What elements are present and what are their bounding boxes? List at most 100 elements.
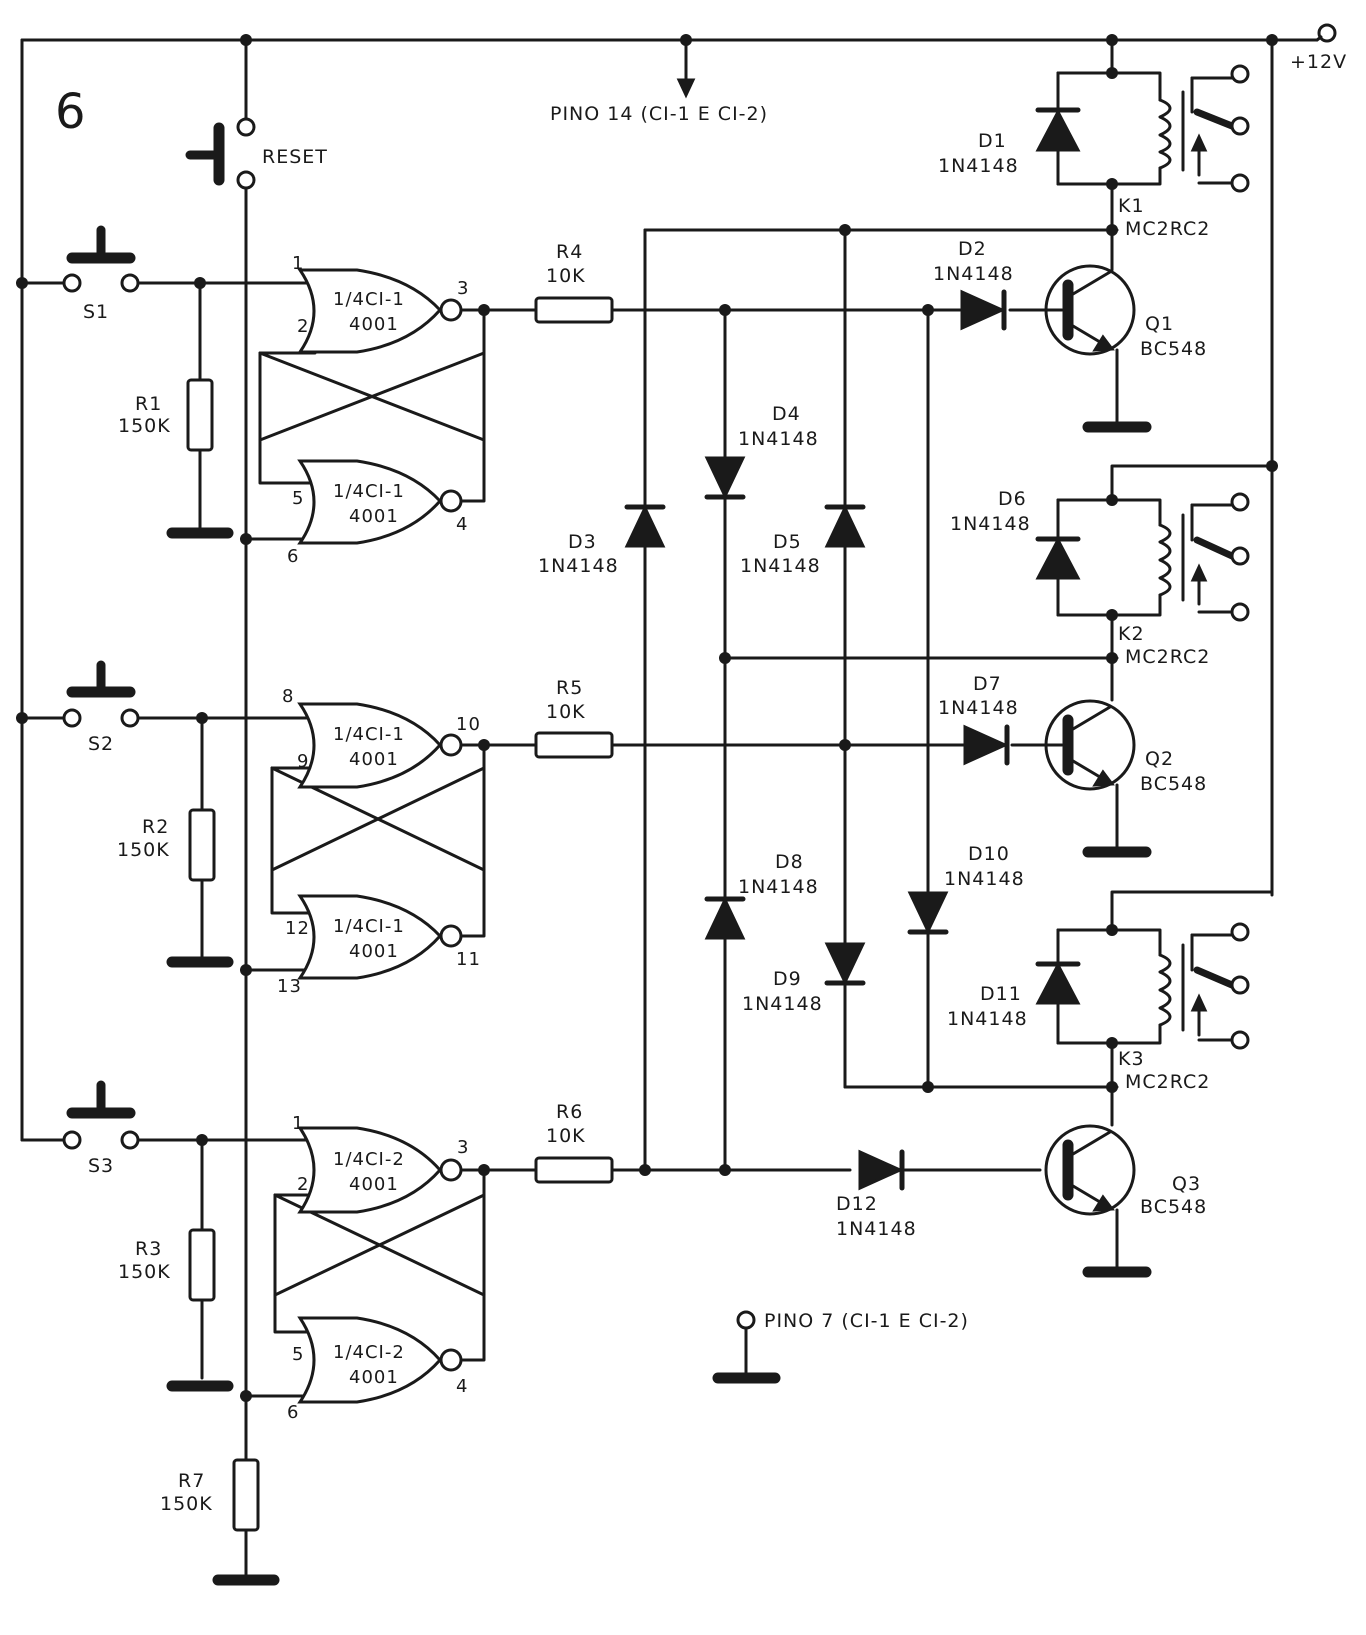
switch-s1: S1 [62, 225, 140, 323]
svg-text:3: 3 [457, 1137, 469, 1158]
nor-gate-g4: 1/4CI-1 4001 12 13 11 [277, 894, 481, 997]
svg-text:K2: K2 [1118, 623, 1145, 645]
svg-text:D5: D5 [773, 531, 802, 553]
diode-d2: D2 1N4148 [933, 238, 1014, 331]
figure-number: 6 [55, 84, 86, 140]
svg-text:1N4148: 1N4148 [938, 697, 1019, 719]
resistor-r4: R4 10K [534, 241, 614, 324]
svg-text:R5: R5 [556, 677, 583, 699]
pin7-note: PINO 7 (CI-1 E CI-2) [764, 1310, 969, 1332]
junction-dots [16, 34, 1278, 1402]
svg-text:1/4CI-2: 1/4CI-2 [333, 1149, 405, 1170]
svg-text:1N4148: 1N4148 [944, 868, 1025, 890]
switch-s3: S3 [62, 1080, 140, 1177]
wires [20, 38, 1319, 1555]
svg-text:150K: 150K [117, 839, 170, 861]
svg-text:D11: D11 [980, 983, 1022, 1005]
svg-text:MC2RC2: MC2RC2 [1125, 646, 1210, 668]
svg-text:1N4148: 1N4148 [538, 555, 619, 577]
reset-label: RESET [262, 146, 328, 168]
svg-text:D1: D1 [978, 130, 1007, 152]
transistor-q1: Q1 BC548 [1044, 264, 1207, 433]
svg-text:2: 2 [297, 316, 309, 337]
svg-text:4: 4 [456, 1376, 468, 1397]
diode-d3: D3 1N4148 [538, 504, 666, 577]
svg-text:4001: 4001 [349, 749, 399, 770]
switch-s2: S2 [62, 660, 140, 755]
resistor-r2: R2 150K [117, 808, 234, 968]
relay-k2: K2 MC2RC2 [1118, 492, 1250, 668]
svg-text:4001: 4001 [349, 1174, 399, 1195]
svg-text:8: 8 [282, 686, 294, 707]
svg-text:5: 5 [292, 488, 304, 509]
svg-text:BC548: BC548 [1140, 338, 1207, 360]
pin7-terminal [736, 1310, 756, 1330]
relay-k1: K1 MC2RC2 [1118, 64, 1250, 240]
svg-text:D12: D12 [836, 1193, 878, 1215]
svg-text:1N4148: 1N4148 [933, 263, 1014, 285]
supply-terminal [1317, 23, 1337, 43]
svg-text:Q3: Q3 [1172, 1173, 1201, 1195]
svg-text:R3: R3 [135, 1238, 162, 1260]
reset-switch: RESET [185, 117, 328, 190]
transistor-q2: Q2 BC548 [1044, 699, 1207, 858]
svg-text:R2: R2 [142, 816, 169, 838]
svg-text:K3: K3 [1118, 1048, 1145, 1070]
svg-text:D7: D7 [973, 673, 1002, 695]
relay-k3: K3 MC2RC2 [1118, 922, 1250, 1093]
svg-text:BC548: BC548 [1140, 1196, 1207, 1218]
svg-text:10K: 10K [546, 701, 586, 723]
nor-gate-g1: 1/4CI-1 4001 1 2 3 [292, 253, 468, 354]
svg-text:150K: 150K [160, 1493, 213, 1515]
diode-d4: D4 1N4148 [704, 403, 819, 500]
diode-d1: D1 1N4148 [938, 107, 1081, 177]
resistor-r1: R1 150K [118, 378, 234, 539]
svg-text:1/4CI-2: 1/4CI-2 [333, 1342, 405, 1363]
s2-label: S2 [88, 733, 114, 755]
nor-gate-g3: 1/4CI-1 4001 8 9 10 [282, 686, 481, 789]
nor-gate-g5: 1/4CI-2 4001 1 2 3 [292, 1113, 469, 1214]
svg-text:1N4148: 1N4148 [950, 513, 1031, 535]
svg-text:BC548: BC548 [1140, 773, 1207, 795]
svg-text:1N4148: 1N4148 [742, 993, 823, 1015]
svg-text:R1: R1 [135, 393, 162, 415]
svg-text:12: 12 [285, 918, 310, 939]
svg-text:1: 1 [292, 1113, 304, 1134]
svg-text:MC2RC2: MC2RC2 [1125, 218, 1210, 240]
svg-text:D4: D4 [772, 403, 801, 425]
svg-text:1N4148: 1N4148 [947, 1008, 1028, 1030]
svg-text:4001: 4001 [349, 941, 399, 962]
svg-text:Q2: Q2 [1145, 748, 1174, 770]
svg-text:4: 4 [456, 514, 468, 535]
resistor-r3: R3 150K [118, 1228, 234, 1392]
svg-text:1N4148: 1N4148 [738, 428, 819, 450]
svg-text:1N4148: 1N4148 [938, 155, 1019, 177]
svg-text:D8: D8 [775, 851, 804, 873]
svg-text:4001: 4001 [349, 314, 399, 335]
svg-text:1N4148: 1N4148 [836, 1218, 917, 1240]
transistor-q3: Q3 BC548 [1044, 1124, 1207, 1278]
nor-gate-g2: 1/4CI-1 4001 5 6 4 [287, 459, 468, 567]
svg-text:5: 5 [292, 1344, 304, 1365]
svg-text:K1: K1 [1118, 195, 1145, 217]
svg-text:1N4148: 1N4148 [740, 555, 821, 577]
svg-text:R7: R7 [178, 1470, 205, 1492]
svg-text:D2: D2 [958, 238, 987, 260]
nor-gate-g6: 1/4CI-2 4001 5 6 4 [287, 1316, 468, 1423]
svg-text:4001: 4001 [349, 1367, 399, 1388]
svg-text:MC2RC2: MC2RC2 [1125, 1071, 1210, 1093]
svg-text:1/4CI-1: 1/4CI-1 [333, 916, 405, 937]
svg-text:6: 6 [287, 546, 299, 567]
svg-text:10: 10 [456, 714, 481, 735]
svg-text:11: 11 [456, 949, 481, 970]
svg-text:150K: 150K [118, 415, 171, 437]
svg-text:10K: 10K [546, 1125, 586, 1147]
svg-text:R6: R6 [556, 1101, 583, 1123]
svg-text:D6: D6 [998, 488, 1027, 510]
diode-d9: D9 1N4148 [742, 942, 866, 1015]
resistor-r5: R5 10K [534, 677, 614, 759]
s3-label: S3 [88, 1155, 114, 1177]
svg-text:1/4CI-1: 1/4CI-1 [333, 481, 405, 502]
svg-text:R4: R4 [556, 241, 583, 263]
